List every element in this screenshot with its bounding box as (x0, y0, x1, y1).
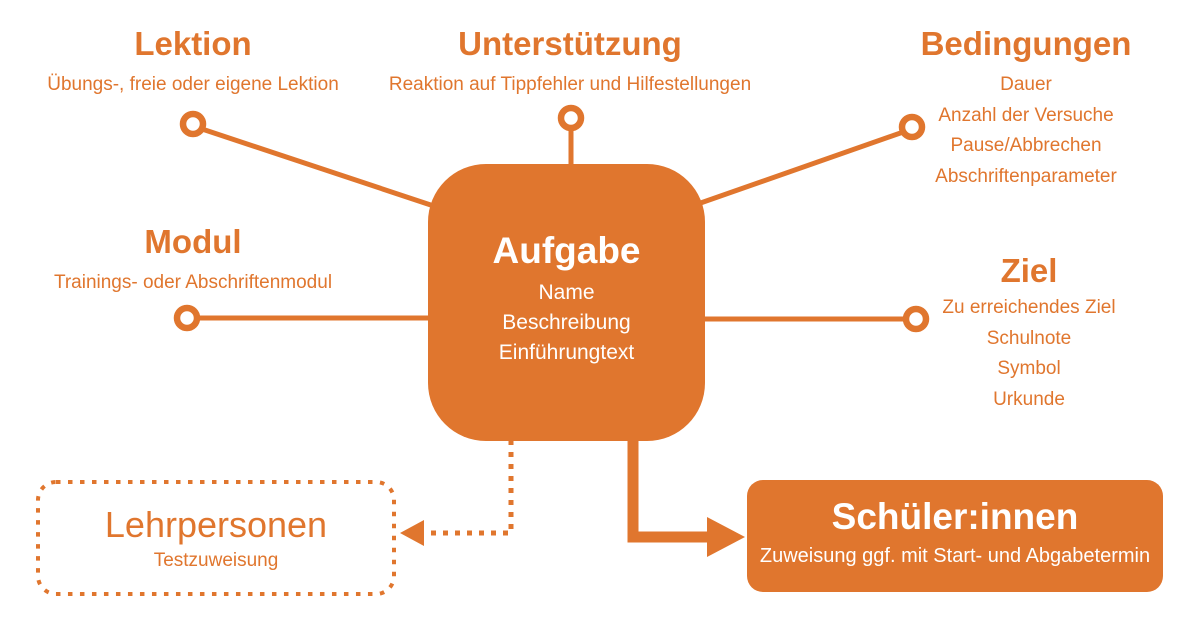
center-box-item: Name (538, 281, 595, 304)
students-box: Schüler:innen Zuweisung ggf. mit Start- … (747, 480, 1163, 592)
center-box-aufgabe: Aufgabe Name Beschreibung Einführungtext (428, 164, 705, 441)
dashed-arrow-line (424, 440, 514, 536)
center-box-title: Aufgabe (492, 230, 641, 271)
teachers-box-subtitle: Testzuweisung (153, 550, 279, 571)
solid-arrow-line (627, 438, 710, 543)
node-circle-unterstuetzung (557, 104, 585, 132)
students-box-subtitle: Zuweisung ggf. mit Start- und Abgabeterm… (759, 545, 1151, 567)
students-box-title: Schüler:innen (831, 496, 1079, 537)
branch-item: Reaktion auf Tippfehler und Hilfestellun… (388, 74, 752, 95)
dashed-arrowhead-icon (400, 520, 424, 546)
node-circle-bedingungen (898, 113, 926, 141)
branch-title-ziel: Ziel (1000, 252, 1058, 289)
branch-item: Pause/Abbrechen (950, 135, 1102, 156)
branch-title-modul: Modul (144, 223, 242, 260)
center-box-item: Einführungtext (498, 341, 635, 364)
branch-bedingungen: Bedingungen Dauer Anzahl der Versuche Pa… (846, 24, 1200, 192)
branch-title-lektion: Lektion (134, 25, 252, 62)
branch-title-unterstuetzung: Unterstützung (458, 25, 682, 62)
branch-item: Symbol (997, 358, 1061, 379)
center-box-item: Beschreibung (502, 311, 631, 334)
solid-arrowhead-icon (707, 517, 745, 557)
teachers-box: Lehrpersonen Testzuweisung (38, 482, 394, 594)
branch-item: Anzahl der Versuche (938, 104, 1114, 126)
node-circle-modul (173, 304, 201, 332)
node-circle-lektion (179, 110, 207, 138)
branch-item: Dauer (1000, 74, 1052, 95)
branch-modul: Modul Trainings- oder Abschriftenmodul (13, 222, 373, 299)
teachers-box-border (36, 480, 396, 596)
branch-title-bedingungen: Bedingungen (920, 25, 1132, 62)
teachers-box-title: Lehrpersonen (104, 504, 328, 545)
branch-item: Abschriftenparameter (935, 165, 1117, 187)
branch-lektion: Lektion Übungs-, freie oder eigene Lekti… (13, 24, 373, 101)
branch-ziel: Ziel Zu erreichendes Ziel Schulnote Symb… (849, 251, 1200, 415)
branch-unterstuetzung: Unterstützung Reaktion auf Tippfehler un… (350, 24, 790, 101)
branch-item: Zu erreichendes Ziel (942, 297, 1116, 318)
branch-item: Trainings- oder Abschriftenmodul (53, 272, 333, 293)
node-circle-ziel (902, 305, 930, 333)
branch-item: Übungs-, freie oder eigene Lektion (47, 74, 339, 95)
branch-item: Urkunde (993, 388, 1065, 410)
branch-item: Schulnote (986, 327, 1072, 349)
